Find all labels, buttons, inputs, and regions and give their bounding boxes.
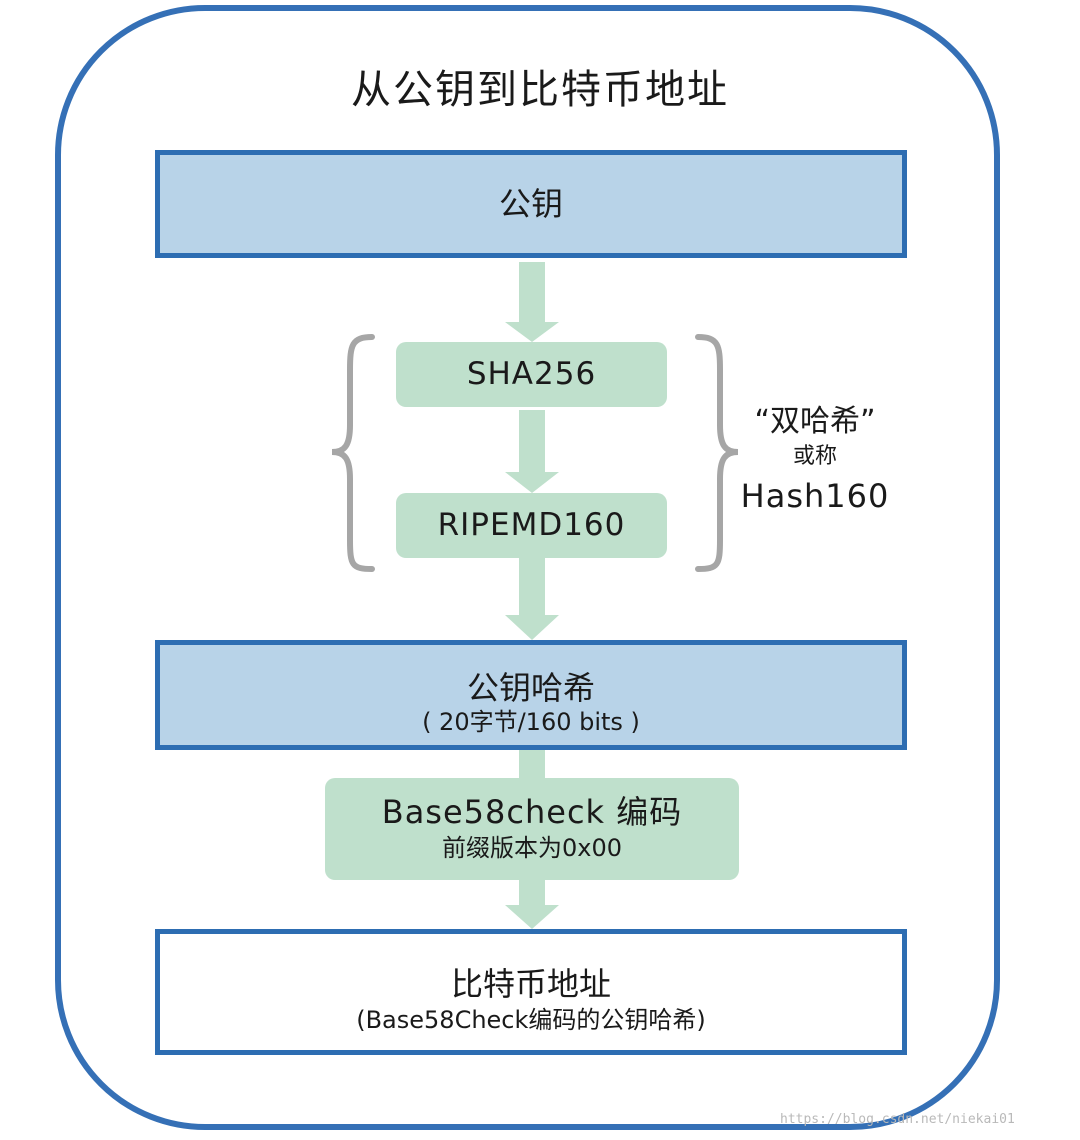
- double-hash-note: “双哈希”: [754, 404, 876, 439]
- bitcoin-address-description: (Base58Check编码的公钥哈希): [356, 1006, 706, 1034]
- diagram-title: 从公钥到比特币地址: [351, 67, 729, 113]
- arrow-sha256-to-ripemd160: [505, 410, 559, 493]
- base58check-label: Base58check 编码: [381, 793, 683, 831]
- public-key-hash-label: 公钥哈希: [466, 669, 595, 707]
- public-key-hash-box: 公钥哈希 ( 20字节/160 bits ): [155, 640, 907, 750]
- hash160-note: Hash160: [740, 477, 890, 515]
- bitcoin-address-label: 比特币地址: [450, 965, 611, 1003]
- sha256-box: SHA256: [396, 342, 667, 407]
- public-key-box: 公钥: [155, 150, 907, 258]
- public-key-label: 公钥: [498, 185, 563, 223]
- base58check-prefix: 前缀版本为0x00: [441, 834, 622, 862]
- also-called-note: 或称: [792, 444, 837, 469]
- base58check-box: Base58check 编码 前缀版本为0x00: [325, 778, 739, 880]
- arrow-ripemd160-to-hash: [505, 558, 559, 640]
- ripemd160-box: RIPEMD160: [396, 493, 667, 558]
- public-key-hash-size: ( 20字节/160 bits ): [422, 708, 640, 736]
- bitcoin-address-box: 比特币地址 (Base58Check编码的公钥哈希): [155, 929, 907, 1055]
- outer-frame: [55, 5, 1000, 1130]
- arrow-base58-to-address: [505, 878, 559, 929]
- arrow-pubkey-to-sha256: [505, 262, 559, 342]
- connector-hash-to-base58: [519, 750, 545, 780]
- watermark: https://blog.csdn.net/niekai01: [780, 1112, 1015, 1127]
- left-brace: [331, 334, 375, 572]
- right-brace: [695, 334, 739, 572]
